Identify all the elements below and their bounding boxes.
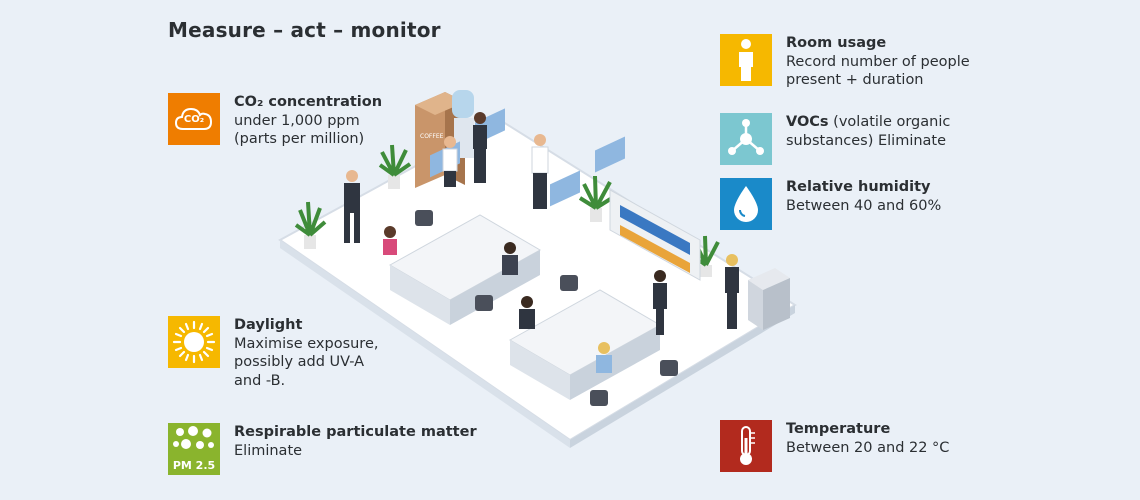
humidity-heading: Relative humidity (786, 179, 931, 195)
plant-left (294, 201, 327, 249)
shelving-unit (609, 189, 701, 281)
people (344, 112, 739, 373)
room-usage-line-1: Record number of people (786, 53, 970, 70)
droplet-icon (720, 178, 772, 230)
room-usage-line-2: present + duration (786, 72, 924, 88)
co2-icon-label: CO₂ (183, 114, 205, 125)
molecule-icon (720, 113, 772, 165)
sun-icon (168, 316, 220, 368)
plant-right (578, 175, 614, 222)
co2-line-1: under 1,000 ppm (234, 112, 360, 129)
particles-icon: PM 2.5 (168, 423, 220, 475)
temperature-line-1: Between 20 and 22 °C (786, 439, 950, 456)
page-title: Measure – act – monitor (168, 18, 441, 42)
particulate-item: PM 2.5 Respirable particulate matter Eli… (168, 423, 477, 475)
daylight-heading: Daylight (234, 317, 303, 333)
particulate-line-1: Eliminate (234, 442, 303, 459)
daylight-line-2: possibly add UV-A (234, 354, 365, 370)
plant-mid (378, 144, 412, 189)
person-icon (720, 34, 772, 86)
cloud-co2-icon: CO₂ (168, 93, 220, 145)
vocs-item: VOCs (volatile organic substances) Elimi… (720, 113, 950, 165)
vocs-heading-rest: (volatile organic (828, 114, 951, 130)
humidity-item: Relative humidity Between 40 and 60% (720, 178, 941, 230)
office-chairs (415, 210, 678, 406)
co2-heading: CO₂ concentration (234, 94, 383, 110)
vocs-line-1: substances) Eliminate (786, 132, 947, 149)
office-illustration: COFFEE (278, 90, 797, 448)
humidity-line-1: Between 40 and 60% (786, 197, 942, 214)
particulate-heading: Respirable particulate matter (234, 424, 477, 440)
plant-far-right (690, 235, 720, 277)
co2-item: CO₂ CO₂ concentration under 1,000 ppm (p… (168, 93, 382, 149)
coffee-label: COFFEE (420, 133, 444, 140)
daylight-line-1: Maximise exposure, (234, 335, 379, 352)
vocs-heading: VOCs (786, 114, 829, 130)
daylight-item: Daylight Maximise exposure, possibly add… (168, 316, 378, 390)
printer (748, 268, 790, 330)
thermometer-icon (720, 420, 772, 472)
co2-line-2: (parts per million) (234, 131, 365, 147)
pm-icon-label: PM 2.5 (172, 459, 216, 472)
temperature-item: Temperature Between 20 and 22 °C (720, 420, 949, 472)
daylight-line-3: and -B. (234, 372, 286, 389)
room-usage-heading: Room usage (786, 35, 887, 51)
temperature-heading: Temperature (786, 421, 891, 437)
room-usage-item: Room usage Record number of people prese… (720, 34, 970, 90)
